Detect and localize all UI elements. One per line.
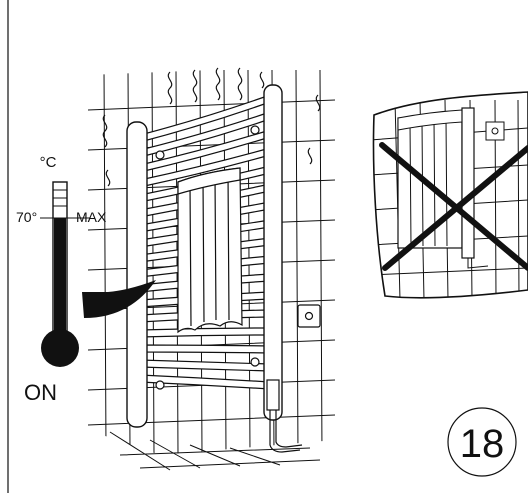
thermometer-state-label: ON bbox=[24, 380, 57, 405]
heat-waves bbox=[102, 67, 321, 187]
thermometer-bulb bbox=[41, 329, 79, 367]
radiator-right-tube bbox=[263, 84, 283, 421]
inset-covered-radiator bbox=[372, 91, 528, 299]
towel-radiator bbox=[126, 84, 321, 453]
curved-arrow-icon bbox=[82, 280, 156, 318]
inset-border bbox=[372, 91, 528, 299]
towel bbox=[177, 167, 243, 334]
thermometer-temp-label: 70° bbox=[16, 209, 37, 225]
floor-lines bbox=[109, 431, 321, 471]
prohibited-x-icon bbox=[379, 142, 528, 271]
thermometer: °C 70° MAX ON bbox=[16, 154, 107, 405]
radiator-left-tube bbox=[126, 121, 148, 428]
thermometer-max-label: MAX bbox=[76, 209, 107, 225]
thermometer-unit-label: °C bbox=[40, 154, 57, 171]
radiator-bolts bbox=[155, 125, 260, 390]
thermometer-ticks bbox=[40, 189, 90, 219]
thermometer-mercury bbox=[54, 218, 66, 333]
figure-number-badge: 18 bbox=[447, 407, 517, 477]
wall-socket bbox=[297, 304, 321, 328]
figure-number: 18 bbox=[460, 422, 505, 466]
heating-element bbox=[266, 379, 303, 453]
